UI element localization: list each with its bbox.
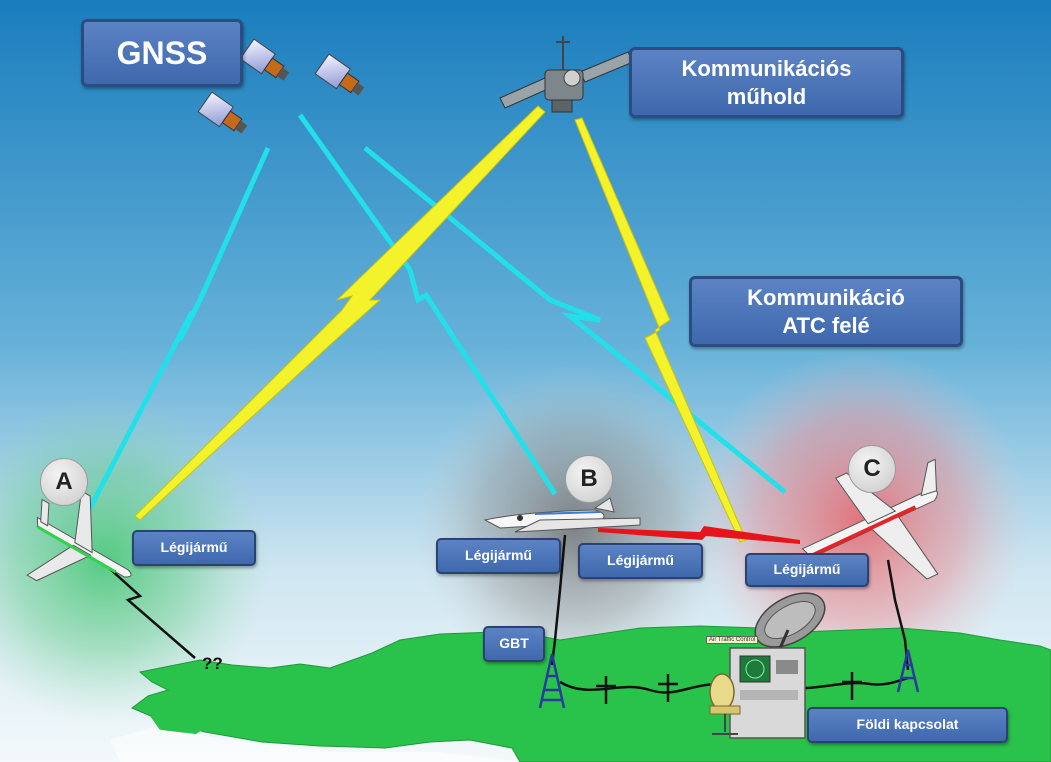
- comm-satellite-label-box: Kommunikációs műhold: [629, 47, 904, 118]
- aircraft-a-label: Légijármű: [132, 530, 256, 566]
- aircraft-icon: [26, 490, 132, 582]
- ground-link-label: Földi kapcsolat: [807, 707, 1008, 743]
- aircraft-b-left-label-text: Légijármű: [465, 547, 532, 564]
- comm-link-a: [134, 105, 546, 521]
- zone-b-label: B: [565, 455, 613, 503]
- aircraft-icon: [801, 458, 939, 580]
- aircraft-b-right-label: Légijármű: [578, 543, 703, 579]
- antenna-tower-icon: [538, 653, 566, 709]
- comm-satellite-label-line2: műhold: [726, 83, 807, 109]
- gnss-satellite-icon: [239, 38, 290, 81]
- gnss-satellite-icon: [314, 53, 365, 96]
- comm-satellite-icon: [499, 36, 634, 113]
- ground-link-label-text: Földi kapcsolat: [856, 716, 959, 733]
- air-to-air-link: [598, 526, 800, 544]
- aircraft-c-label: Légijármű: [745, 553, 869, 587]
- gnss-link-b: [297, 113, 558, 496]
- gbt-label-text: GBT: [499, 635, 529, 652]
- gnss-link-a: [85, 146, 271, 514]
- atc-sign: Air Traffic Control: [706, 636, 759, 644]
- atc-console-icon: [709, 647, 806, 739]
- aircraft-c-label-text: Légijármű: [773, 561, 841, 578]
- atc-chair: [709, 673, 735, 711]
- gnss-satellite-icon: [197, 91, 248, 134]
- zone-a-label: A: [40, 458, 88, 506]
- comm-atc-label-line2: ATC felé: [782, 312, 870, 338]
- land-islet: [150, 712, 215, 734]
- gnss-label-box: GNSS: [81, 19, 243, 87]
- comm-satellite-label-line1: Kommunikációs: [681, 56, 852, 81]
- comm-atc-label-box: Kommunikáció ATC felé: [689, 276, 963, 347]
- antenna-tower-icon: [896, 649, 920, 693]
- cable-posts: [596, 672, 862, 704]
- gnss-label: GNSS: [116, 35, 208, 71]
- gnss-link-c: [363, 146, 787, 494]
- aircraft-icon: [483, 497, 641, 533]
- zone-c-label: C: [848, 445, 896, 493]
- aircraft-b-left-label: Légijármű: [436, 538, 561, 574]
- radar-dish-icon: [754, 592, 826, 661]
- link-a-unknown: [99, 559, 196, 659]
- aircraft-b-right-label-text: Légijármű: [607, 552, 674, 569]
- aircraft-a-label-text: Légijármű: [160, 539, 228, 556]
- ground-cable: [559, 676, 909, 694]
- gnss-links: [85, 113, 787, 514]
- comm-atc-label-line1: Kommunikáció: [747, 285, 905, 310]
- comm-links: [134, 105, 747, 543]
- unknown-label: ??: [202, 654, 223, 673]
- gbt-label: GBT: [483, 626, 545, 662]
- comm-link-c: [574, 117, 747, 543]
- link-b-tower: [550, 534, 567, 666]
- land-shadow: [110, 728, 520, 762]
